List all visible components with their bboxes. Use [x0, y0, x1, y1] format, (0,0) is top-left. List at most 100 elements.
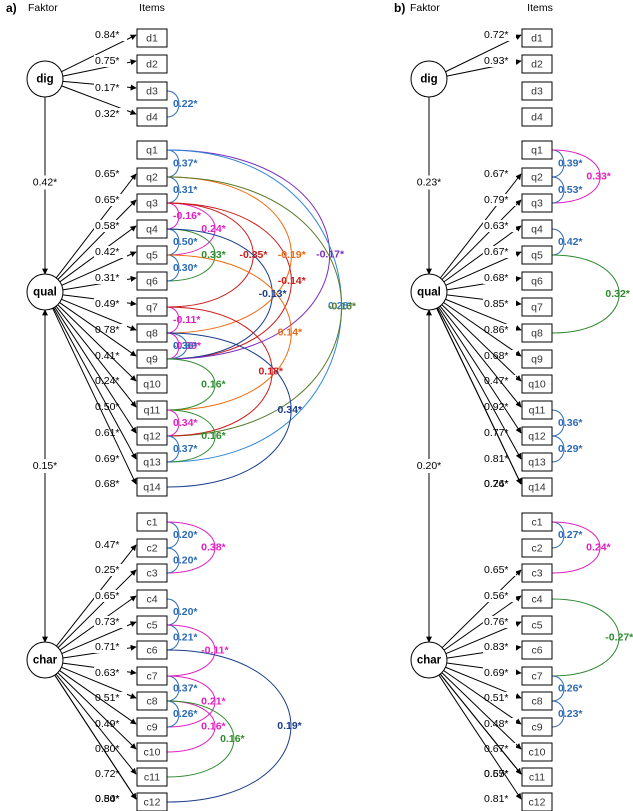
- loading-label-bg: [483, 168, 516, 180]
- items-header: Items: [139, 2, 165, 14]
- item-box: [521, 589, 553, 609]
- residual-correlation-arc: [166, 332, 180, 360]
- residual-correlation-arc: [166, 228, 180, 256]
- panel-label: a): [6, 1, 17, 15]
- item-box: [521, 219, 553, 239]
- item-label: c11: [144, 771, 160, 783]
- loading-label: 0.77*: [484, 427, 509, 439]
- residual-correlation-label: 0.39*: [558, 157, 583, 169]
- loading-label-bg: [483, 793, 516, 805]
- loading-label: 0.71*: [95, 641, 120, 653]
- loading-label-bg: [94, 616, 127, 628]
- item-label: c2: [146, 542, 157, 554]
- residual-correlation-arc: [166, 700, 216, 753]
- loading-label: 0.74*: [484, 478, 509, 490]
- item-label: c8: [146, 695, 157, 707]
- item-label: q13: [143, 456, 161, 468]
- loading-label-bg: [483, 324, 516, 336]
- loading-label-bg: [94, 220, 127, 232]
- item-box: [136, 374, 168, 394]
- item-label: q1: [146, 144, 158, 156]
- item-box: [521, 426, 553, 446]
- loading-label-bg: [94, 453, 127, 465]
- item-box: [521, 691, 553, 711]
- item-label: c10: [144, 746, 161, 758]
- item-box: [136, 452, 168, 472]
- residual-correlation-label: 0.16*: [220, 733, 245, 745]
- item-label: c1: [146, 516, 157, 528]
- residual-correlation-label: 0.24*: [586, 541, 611, 553]
- item-box: [521, 167, 553, 187]
- residual-correlation-label: -0.19*: [278, 249, 307, 261]
- item-box: [521, 477, 553, 497]
- loading-label: 0.72*: [95, 768, 120, 780]
- loading-label: 0.75*: [95, 55, 120, 67]
- item-label: c9: [146, 721, 157, 733]
- item-label: d2: [531, 58, 543, 70]
- residual-correlation-label: -0.17*: [316, 248, 345, 260]
- loading-label-bg: [94, 793, 127, 805]
- item-box: [136, 54, 168, 74]
- item-box: [521, 615, 553, 635]
- loading-arrow: [436, 308, 522, 485]
- residual-correlation-arc: [166, 176, 292, 334]
- loading-label: 0.86*: [484, 324, 509, 336]
- residual-correlation-arc: [166, 700, 180, 728]
- item-box: [136, 615, 168, 635]
- residual-correlation-label: 0.26*: [558, 682, 583, 694]
- item-box: [136, 563, 168, 583]
- loading-label: 0.41*: [95, 350, 120, 362]
- factor-circle: [26, 60, 64, 98]
- loading-arrow: [441, 199, 522, 280]
- item-label: c10: [529, 746, 546, 758]
- residual-correlation-arc: [166, 624, 216, 677]
- item-box: [136, 140, 168, 160]
- residual-correlation-label: 0.20*: [173, 529, 198, 541]
- loading-label-bg: [483, 246, 516, 258]
- loading-label-bg: [94, 667, 127, 679]
- loading-arrow: [57, 304, 137, 382]
- loading-label: 0.80*: [95, 743, 120, 755]
- residual-correlation-label: 0.16*: [201, 720, 226, 732]
- loading-label: 0.24*: [95, 375, 120, 387]
- loading-label: 0.56*: [484, 590, 509, 602]
- item-label: c5: [146, 619, 157, 631]
- factor-correlation-label: 0.20*: [417, 460, 442, 472]
- loading-label: 0.72*: [484, 29, 509, 41]
- loading-label-bg: [94, 590, 127, 602]
- residual-correlation-label: 0.27*: [558, 529, 583, 541]
- loading-label-bg: [94, 427, 127, 439]
- item-label: q3: [146, 197, 158, 209]
- residual-correlation-arc: [166, 332, 188, 360]
- item-box: [521, 717, 553, 737]
- residual-correlation-arc: [166, 306, 273, 437]
- loading-label: 0.48*: [484, 718, 509, 730]
- residual-correlation-label: 0.20*: [173, 554, 198, 566]
- factor-circle: [410, 641, 448, 679]
- factor-label: dig: [36, 74, 53, 86]
- loading-label: 0.65*: [95, 590, 120, 602]
- loading-label-bg: [94, 401, 127, 413]
- item-label: q4: [146, 223, 158, 235]
- residual-correlation-label: 0.31*: [173, 184, 198, 196]
- loading-arrow: [438, 674, 522, 800]
- loading-label-bg: [483, 667, 516, 679]
- item-label: d2: [146, 58, 158, 70]
- loading-label: 0.63*: [484, 220, 509, 232]
- loading-arrow: [54, 306, 137, 434]
- item-box: [521, 400, 553, 420]
- loading-label-bg: [483, 478, 516, 490]
- loading-label-bg: [94, 375, 127, 387]
- item-box: [136, 426, 168, 446]
- loading-label-bg: [94, 478, 127, 490]
- residual-correlation-arc: [166, 176, 180, 204]
- item-label: q2: [531, 171, 543, 183]
- residual-correlation-label: 0.20*: [173, 606, 198, 618]
- item-label: q7: [531, 301, 543, 313]
- factor-circle: [26, 641, 64, 679]
- loading-label-bg: [94, 82, 127, 94]
- item-box: [521, 374, 553, 394]
- item-label: c12: [529, 796, 546, 808]
- loading-label: 0.67*: [484, 743, 509, 755]
- loading-arrow: [443, 302, 522, 357]
